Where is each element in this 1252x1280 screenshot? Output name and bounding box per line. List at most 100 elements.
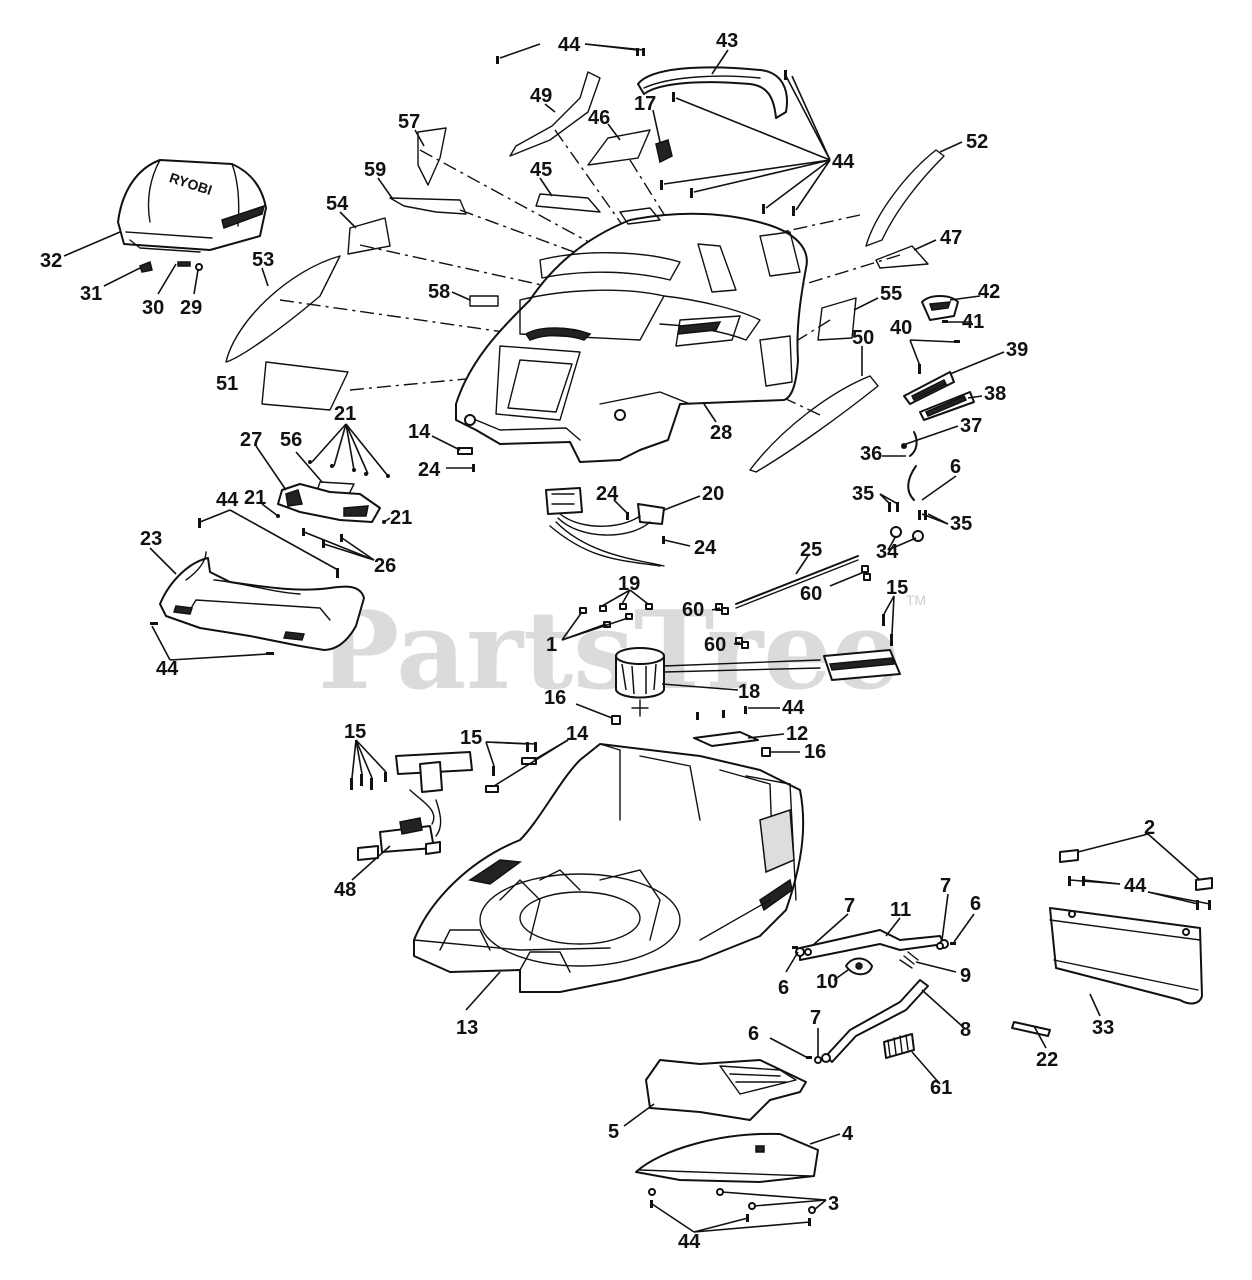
link-11: [799, 929, 945, 961]
label-part-35: 35: [950, 513, 972, 535]
label-part-44: 44: [678, 1231, 701, 1253]
label-part-55: 55: [880, 283, 902, 305]
label-part-49: 49: [530, 85, 552, 107]
label-part-24: 24: [694, 537, 717, 559]
label-part-40: 40: [890, 317, 912, 339]
decal-49: [509, 71, 601, 157]
bracket-2a: [1059, 849, 1079, 863]
label-part-44: 44: [782, 697, 805, 719]
label-part-39: 39: [1006, 339, 1028, 361]
label-part-57: 57: [398, 111, 420, 133]
label-part-1: 1: [546, 634, 557, 656]
label-part-14: 14: [408, 421, 431, 443]
spring-9: [899, 951, 919, 969]
decal-52: [865, 149, 945, 247]
part-36-link: [907, 431, 918, 501]
decal-46: [587, 129, 651, 166]
label-part-7: 7: [810, 1007, 821, 1029]
part-number-labels: 44 43 49 17 46 57 44 52 45 59 54 47 32 5…: [40, 30, 1155, 1253]
motor-18: [615, 647, 901, 717]
label-part-54: 54: [326, 193, 349, 215]
decal-45: [535, 193, 601, 213]
watermark: PartsTree TM: [318, 588, 926, 714]
part-29-washer: [195, 263, 203, 271]
label-part-5: 5: [608, 1121, 619, 1143]
label-part-52: 52: [966, 131, 988, 153]
label-part-60: 60: [704, 634, 726, 656]
switch-wiring-20: [545, 487, 665, 567]
label-part-16: 16: [544, 687, 566, 709]
rod-22: [1011, 1021, 1051, 1037]
part-17-clip: [655, 139, 673, 164]
label-part-56: 56: [280, 429, 302, 451]
label-part-61: 61: [930, 1077, 952, 1099]
label-part-7: 7: [844, 895, 855, 917]
label-part-29: 29: [180, 297, 202, 319]
label-part-34: 34: [876, 541, 899, 563]
label-part-44: 44: [558, 34, 581, 56]
rear-housing-23: [159, 551, 365, 651]
label-part-6: 6: [950, 456, 961, 478]
battery-cover-32: RYOBI: [117, 159, 267, 253]
label-part-26: 26: [374, 555, 396, 577]
label-part-25: 25: [800, 539, 822, 561]
label-part-20: 20: [702, 483, 724, 505]
label-part-60: 60: [682, 599, 704, 621]
decal-55: [817, 297, 857, 341]
label-part-15: 15: [460, 727, 482, 749]
decal-shapes: [225, 71, 945, 497]
decal-54: [347, 217, 391, 255]
cover-4: [635, 1132, 819, 1183]
label-part-11: 11: [890, 899, 911, 921]
label-part-7: 7: [940, 875, 951, 897]
label-part-42: 42: [978, 281, 1000, 303]
decal-57: [417, 127, 447, 186]
label-part-14: 14: [566, 723, 589, 745]
label-part-21: 21: [390, 507, 412, 529]
watermark-brand: PartsTree: [318, 588, 901, 714]
label-part-6: 6: [970, 893, 981, 915]
label-part-36: 36: [860, 443, 882, 465]
rear-flap-33: [1049, 907, 1203, 1005]
label-part-32: 32: [40, 250, 62, 272]
label-part-21: 21: [334, 403, 356, 425]
leader-lines: [63, 43, 1211, 1233]
grip-27: [277, 483, 381, 523]
decal-58: [469, 295, 499, 307]
rod-25: [735, 555, 859, 605]
label-part-45: 45: [530, 159, 552, 181]
label-part-15: 15: [344, 721, 366, 743]
label-part-46: 46: [588, 107, 610, 129]
label-part-35: 35: [852, 483, 874, 505]
label-part-58: 58: [428, 281, 450, 303]
label-part-50: 50: [852, 327, 874, 349]
circuit-board-48: [357, 751, 473, 861]
label-part-43: 43: [716, 30, 738, 52]
decal-50: [749, 375, 879, 473]
label-part-10: 10: [816, 971, 838, 993]
decal-53: [225, 255, 341, 363]
decal-59: [389, 197, 467, 215]
label-part-24: 24: [596, 483, 619, 505]
label-part-19: 19: [618, 573, 640, 595]
watermark-trademark: TM: [906, 592, 926, 608]
mower-deck-13: [413, 743, 805, 993]
label-part-15: 15: [886, 577, 908, 599]
label-part-9: 9: [960, 965, 971, 987]
label-part-22: 22: [1036, 1049, 1058, 1071]
label-part-30: 30: [142, 297, 164, 319]
decal-51: [261, 361, 349, 411]
label-part-17: 17: [634, 93, 656, 115]
label-part-4: 4: [842, 1123, 854, 1145]
label-part-31: 31: [80, 283, 102, 305]
label-part-18: 18: [738, 681, 760, 703]
label-part-28: 28: [710, 422, 732, 444]
bracket-2b: [1195, 877, 1213, 891]
label-part-16: 16: [804, 741, 826, 763]
label-part-33: 33: [1092, 1017, 1114, 1039]
label-part-37: 37: [960, 415, 982, 437]
parts-right-upper: [890, 295, 975, 542]
label-part-23: 23: [140, 528, 162, 550]
label-part-6: 6: [748, 1023, 759, 1045]
label-part-12: 12: [786, 723, 808, 745]
